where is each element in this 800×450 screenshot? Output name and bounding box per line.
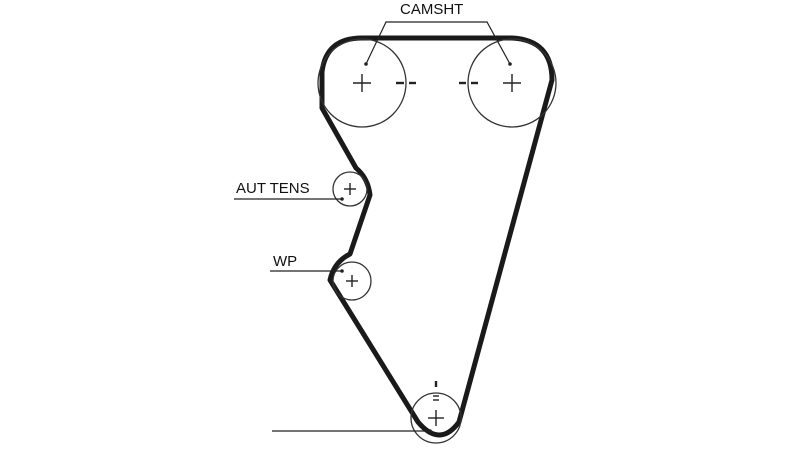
- tensioner-pulley: [332, 171, 368, 207]
- crankshaft-pulley: [410, 381, 462, 444]
- water-pump-label: WP: [273, 253, 297, 270]
- camshaft-pulley-left: [317, 38, 416, 128]
- camshaft-leader: [365, 21, 511, 65]
- timing-belt: [319, 35, 555, 438]
- water-pump-pulley: [332, 261, 372, 301]
- camshaft-label: CAMSHT: [400, 1, 463, 18]
- camshaft-pulley-right: [459, 38, 557, 128]
- tensioner-label: AUT TENS: [236, 180, 310, 197]
